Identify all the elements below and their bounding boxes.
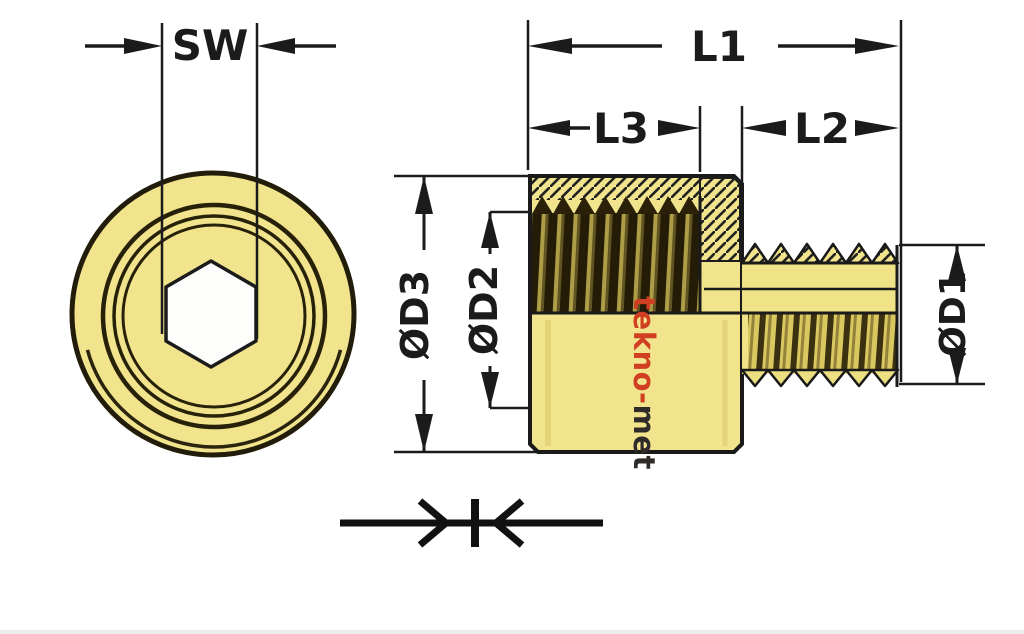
stud-thread-teeth-section [740, 242, 900, 265]
front-view [69, 170, 357, 458]
internal-thread-teeth [532, 196, 700, 214]
tekno-met-logo: tekno-met [627, 296, 661, 470]
dimensions: SW L1 L3 L2 [85, 20, 985, 454]
dimension-d3: ØD3 [393, 174, 548, 454]
l1-arrow-left [528, 38, 572, 54]
d1-arrow-up [948, 245, 966, 281]
dimension-d2: ØD2 [462, 210, 532, 410]
dimension-l1: L1 [526, 20, 903, 382]
section-hatch-band [532, 178, 700, 200]
sw-arrow-left [124, 38, 162, 54]
logo-met: met [627, 405, 661, 470]
d3-arrow-down [415, 414, 433, 452]
page-bottom-edge [0, 630, 1024, 634]
l3-label: L3 [593, 104, 649, 153]
l3-arrow-right [658, 120, 700, 136]
thread-symbol-chevron-right-icon [417, 498, 452, 548]
l1-arrow-right [855, 38, 899, 54]
l2-arrow-left [742, 120, 786, 136]
front-shadow-arc [81, 183, 347, 449]
internal-thread-zone [532, 213, 700, 313]
d2-arrow-down [481, 372, 499, 408]
sw-label: SW [172, 21, 249, 70]
d3-label: ØD3 [393, 270, 437, 360]
logo-tekno: tekno [627, 296, 661, 392]
stud-thread-crest-zigzag [740, 368, 900, 388]
section-hatch-wall [699, 177, 741, 262]
dimension-l2: L2 [740, 104, 899, 240]
front-ring-2 [112, 214, 316, 418]
dimension-sw: SW [85, 21, 336, 339]
logo-hyphen: - [627, 392, 661, 405]
dimension-l3: L3 [528, 104, 702, 172]
sw-arrow-right [257, 38, 295, 54]
l2-label: L2 [794, 104, 850, 153]
thread-valley-strip [532, 200, 700, 214]
l1-label: L1 [691, 22, 747, 71]
l3-arrow-left [528, 120, 570, 136]
d1-label: ØD1 [933, 271, 974, 357]
stud-thread-flanks [748, 313, 898, 370]
side-view: tekno-met [528, 174, 900, 470]
thread-symbol-chevron-left-icon [490, 498, 525, 548]
dimension-d1: ØD1 [899, 243, 985, 386]
front-ring-1 [100, 202, 328, 430]
d2-arrow-up [481, 212, 499, 248]
d1-arrow-down [948, 348, 966, 384]
front-ring-3 [121, 223, 307, 409]
d2-label: ØD2 [462, 265, 506, 355]
d3-arrow-up [415, 176, 433, 214]
thread-symbol [340, 498, 603, 548]
l2-arrow-right [855, 120, 899, 136]
